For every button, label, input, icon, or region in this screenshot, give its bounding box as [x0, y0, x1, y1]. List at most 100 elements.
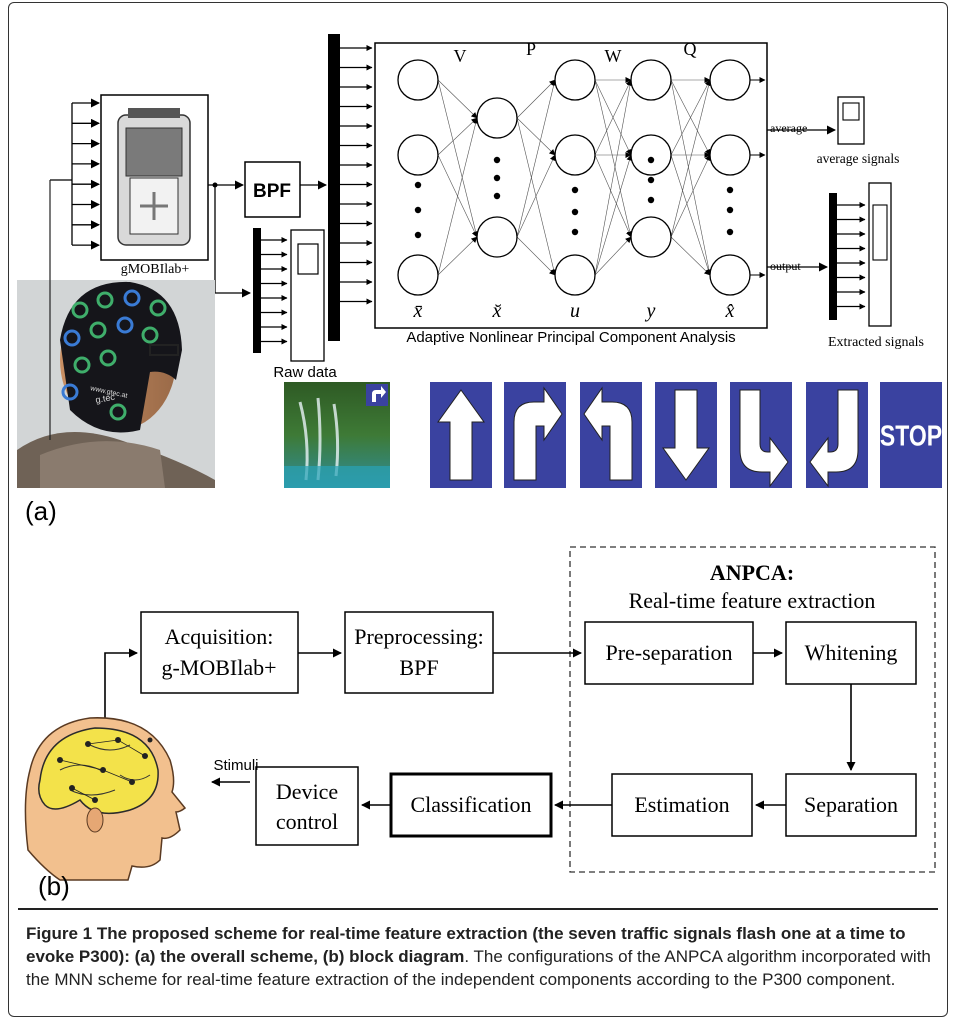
network-neuron: [397, 59, 439, 101]
average-signals-label: average signals: [817, 151, 900, 166]
down-right-sign: [730, 382, 792, 488]
network-neuron: [630, 216, 672, 258]
figure-frame: [8, 2, 948, 1017]
electrode-icon: [109, 403, 127, 421]
layer-label: x̂: [725, 300, 735, 322]
network-neuron: [709, 134, 751, 176]
classification-label: Classification: [411, 792, 532, 817]
electrode-icon: [123, 289, 141, 307]
network-neuron: [554, 134, 596, 176]
weight-label: Q: [684, 39, 697, 59]
estimation-label: Estimation: [634, 792, 729, 817]
mini-turn-right-icon: [372, 386, 386, 402]
estimation-block: [611, 773, 753, 837]
ellipsis-dot: [726, 206, 734, 214]
network-title: Adaptive Nonlinear Principal Component A…: [406, 329, 735, 346]
ellipsis-dot: [571, 186, 579, 194]
caption-text: . The configurations of the ANPCA algori…: [26, 947, 931, 989]
output-port-label: output: [770, 259, 801, 273]
device-control-block: [255, 766, 359, 846]
down-left-sign: [806, 382, 868, 488]
head-brain-illustration: [24, 717, 187, 881]
separation-label: Separation: [804, 792, 898, 817]
electrode-icon: [73, 356, 91, 374]
stimuli-label: Stimuli: [213, 757, 258, 774]
ellipsis-dot: [414, 231, 422, 239]
waterfall-stimulus-image: [284, 382, 390, 488]
ellipsis-dot: [647, 196, 655, 204]
ellipsis-dot: [414, 181, 422, 189]
device-control-label-line2: control: [276, 809, 338, 834]
panel-b-block-diagram: ANPCA: Real-time feature extraction Acqu…: [24, 546, 936, 901]
network-connection: [437, 79, 479, 238]
network-connection: [516, 79, 556, 119]
arrow-down-right-icon: [739, 389, 789, 488]
network-neuron: [554, 59, 596, 101]
extracted-signals-label: Extracted signals: [828, 335, 924, 350]
network-neuron: [630, 59, 672, 101]
network-neuron: [397, 254, 439, 296]
extracted-signals-scope: Extracted signals: [828, 182, 924, 350]
output-channel-arrows: [837, 202, 866, 310]
anpca-title: ANPCA:: [710, 560, 794, 585]
weight-label: P: [526, 39, 536, 59]
panel-b-label: (b): [38, 871, 70, 901]
ellipsis-dot: [493, 192, 501, 200]
arrow-head-to-acq: [104, 648, 138, 718]
network-connection: [670, 79, 711, 156]
network-connection: [670, 236, 711, 276]
subject-eeg-cap-photo: www.gtec.at g.tec: [17, 180, 215, 488]
average-signals-scope: average signals: [817, 96, 900, 166]
demux-channel-arrows: [340, 45, 373, 305]
arrow-turn-left-icon: [583, 386, 633, 481]
figure-caption: Figure 1 The proposed scheme for real-ti…: [26, 922, 938, 991]
network-connection: [437, 117, 479, 276]
ellipsis-dot: [726, 228, 734, 236]
network-neuron: [554, 254, 596, 296]
network-connection: [670, 79, 712, 276]
weight-label: V: [454, 46, 467, 66]
network-connection: [594, 79, 633, 238]
network-connection: [516, 236, 556, 276]
network-connection: [437, 79, 478, 119]
electrode-icon: [149, 299, 167, 317]
acquisition-label-line2: g-MOBIlab+: [161, 655, 276, 680]
raw-data-scope: Raw data: [273, 229, 337, 381]
network-neuron: [476, 216, 518, 258]
electrode-icon: [71, 301, 89, 319]
traffic-signs-row: STOP: [430, 382, 942, 488]
acquisition-block: [140, 611, 299, 694]
device-control-label-line1: Device: [276, 779, 338, 804]
ellipsis-dot: [647, 176, 655, 184]
preprocessing-label-line1: Preprocessing:: [354, 624, 484, 649]
average-port-label: average: [770, 121, 807, 135]
demux-bar: [328, 34, 340, 341]
bpf-label: BPF: [253, 181, 291, 202]
ellipsis-dot: [493, 156, 501, 164]
figure-caption-area: Figure 1 The proposed scheme for real-ti…: [18, 908, 938, 991]
cap-brand-text: g.tec: [95, 392, 116, 405]
network-connection: [516, 79, 557, 238]
raw-data-mux-bar: [253, 228, 261, 353]
network-neuron: [709, 254, 751, 296]
electrode-icon: [99, 349, 117, 367]
anpca-subtitle: Real-time feature extraction: [629, 588, 876, 613]
network-connection: [437, 117, 478, 156]
network-connection: [594, 79, 632, 156]
electrode-icon: [116, 316, 134, 334]
acquisition-label-line1: Acquisition:: [165, 624, 274, 649]
output-mux-bar: [829, 193, 837, 320]
classification-block: [389, 772, 553, 838]
electrode-icon: [141, 326, 159, 344]
network-neuron: [397, 134, 439, 176]
network-connection: [594, 154, 632, 238]
network-neuron: [709, 59, 751, 101]
gmobilab-label: gMOBIlab+: [121, 262, 190, 277]
anpca-region: [569, 546, 936, 873]
arrow-down-icon: [662, 389, 710, 481]
whitening-block: [785, 621, 917, 685]
layer-label: x̆: [492, 300, 502, 322]
ellipsis-dot: [726, 186, 734, 194]
pre-separation-label: Pre-separation: [605, 640, 732, 665]
